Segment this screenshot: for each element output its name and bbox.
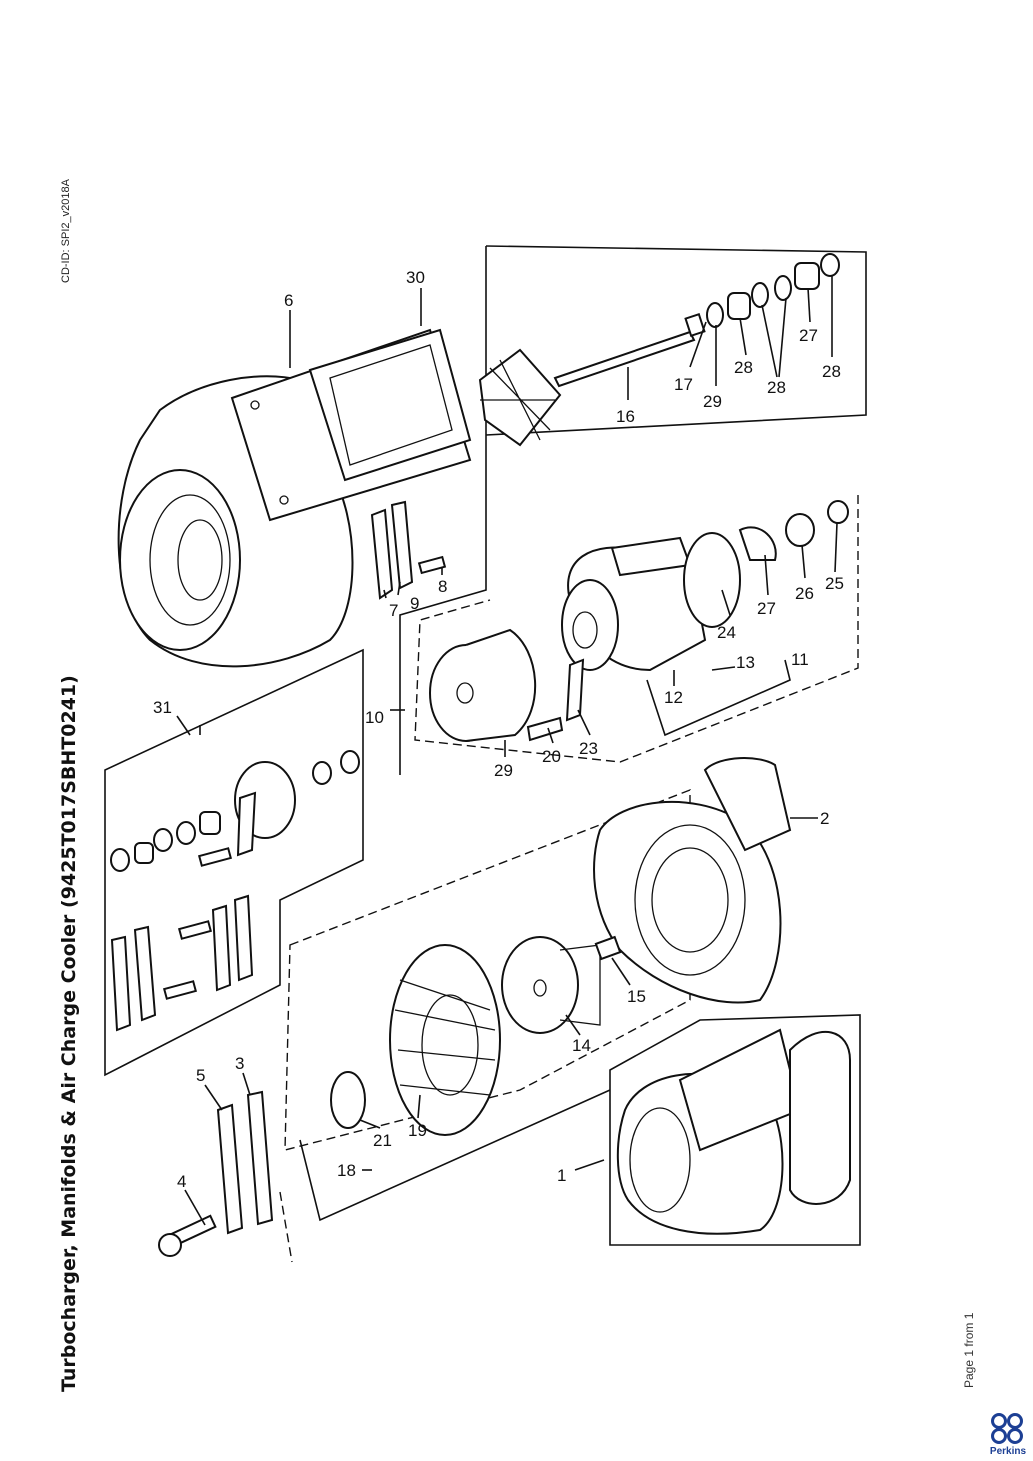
turbine-housing-part bbox=[117, 328, 472, 668]
document-title: Turbocharger, Manifolds & Air Charge Coo… bbox=[58, 675, 80, 1392]
callout-4: 4 bbox=[177, 1172, 186, 1191]
callout-1: 1 bbox=[557, 1166, 566, 1185]
callout-25: 26 bbox=[795, 584, 814, 603]
callout-9: 9 bbox=[410, 594, 419, 613]
callout-labels: 6 30 16 17 29 28 28 27 28 8 7 9 27 26 25… bbox=[153, 268, 844, 1191]
callout-16: 16 bbox=[616, 407, 635, 426]
diffuser-part bbox=[330, 944, 501, 1136]
callout-22: 23 bbox=[579, 739, 598, 758]
callout-19: 19 bbox=[408, 1121, 427, 1140]
callout-2: 2 bbox=[820, 809, 829, 828]
callout-29: 29 bbox=[494, 761, 513, 780]
compressor-housing-part bbox=[593, 757, 792, 1004]
bearing-housing-part bbox=[561, 500, 849, 722]
callout-8: 8 bbox=[438, 577, 447, 596]
callout-28: 29 bbox=[703, 392, 722, 411]
callout-23: 24 bbox=[717, 623, 736, 642]
callout-7: 7 bbox=[389, 601, 398, 620]
callout-17: 17 bbox=[674, 375, 693, 394]
callout-15: 15 bbox=[627, 987, 646, 1006]
callout-28-b: 28 bbox=[767, 378, 786, 397]
callout-28-c: 28 bbox=[822, 362, 841, 381]
callout-31: 31 bbox=[153, 698, 172, 717]
callout-12: 12 bbox=[664, 688, 683, 707]
heat-shield-part bbox=[429, 628, 564, 742]
compressor-wheel-part bbox=[501, 935, 622, 1034]
locking-plates-part bbox=[158, 1090, 274, 1257]
turbocharger-assembly-part bbox=[616, 1028, 851, 1235]
callout-6: 6 bbox=[284, 291, 293, 310]
callout-30: 30 bbox=[406, 268, 425, 287]
callout-14: 14 bbox=[572, 1036, 591, 1055]
callout-27-b: 27 bbox=[799, 326, 818, 345]
perkins-logo-mark bbox=[991, 1413, 1023, 1444]
clamp-plates-part bbox=[370, 500, 447, 600]
page-indicator: Page 1 from 1 bbox=[962, 1312, 976, 1388]
callout-10: 10 bbox=[365, 708, 384, 727]
callout-20: 21 bbox=[373, 1131, 392, 1150]
cd-id-label: CD-ID: SPI2_v2018A bbox=[60, 179, 72, 283]
bearing-rings-part bbox=[706, 253, 840, 328]
callout-3: 3 bbox=[235, 1054, 244, 1073]
shaft-and-wheel-part bbox=[478, 313, 706, 447]
kit-parts bbox=[110, 750, 360, 1032]
callout-18: 18 bbox=[337, 1161, 356, 1180]
callout-24: 25 bbox=[825, 574, 844, 593]
callout-13: 13 bbox=[736, 653, 755, 672]
callout-11: 11 bbox=[791, 650, 809, 669]
callout-26: 27 bbox=[757, 599, 776, 618]
perkins-logo-icon: Perkins bbox=[988, 1412, 1028, 1458]
leader-lines bbox=[176, 275, 838, 1226]
brand-name: Perkins bbox=[989, 1446, 1027, 1457]
callout-21: 20 bbox=[542, 747, 561, 766]
callout-27: 28 bbox=[734, 358, 753, 377]
callout-5: 5 bbox=[196, 1066, 205, 1085]
